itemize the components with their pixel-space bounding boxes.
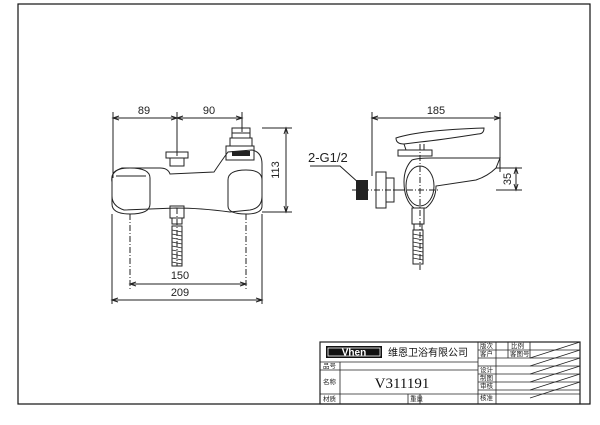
label-approval: 核准 xyxy=(480,393,494,402)
label-version: 版次 xyxy=(480,341,494,350)
handle-badge xyxy=(232,151,250,156)
label-ratio: 比例 xyxy=(511,341,524,350)
dim-height: 113 xyxy=(270,161,282,179)
dim-left-width: 89 xyxy=(138,105,150,117)
model-number: V311191 xyxy=(375,376,430,392)
label-drafting: 制图 xyxy=(480,373,493,382)
front-bottom-dimensions xyxy=(110,214,264,304)
brand-logo-text: Vhen xyxy=(342,348,366,359)
dim-side-length: 185 xyxy=(427,105,445,117)
thread-fitting xyxy=(356,180,368,200)
side-hose-ribbing xyxy=(412,233,424,261)
label-review: 审核 xyxy=(480,381,494,390)
label-weight: 重量 xyxy=(410,395,424,403)
front-hose-ribbing xyxy=(171,229,183,265)
label-client-code: 客图号 xyxy=(510,349,530,358)
label-item-no: 品号 xyxy=(323,362,337,370)
dim-total-width: 209 xyxy=(171,287,189,299)
title-block xyxy=(319,341,581,405)
dim-inner-width: 150 xyxy=(171,270,189,282)
label-name: 名称 xyxy=(323,377,337,386)
label-material: 材质 xyxy=(323,394,337,403)
dim-right-width: 90 xyxy=(203,105,215,117)
brand-logo xyxy=(326,346,382,358)
label-client: 客户 xyxy=(480,349,493,358)
dim-side-height: 35 xyxy=(502,173,514,185)
company-name: 维恩卫浴有限公司 xyxy=(388,346,468,359)
label-design: 设计 xyxy=(480,365,494,374)
thread-spec-label: 2-G1/2 xyxy=(308,150,348,165)
front-view xyxy=(111,112,292,290)
drawing-frame xyxy=(17,3,591,405)
